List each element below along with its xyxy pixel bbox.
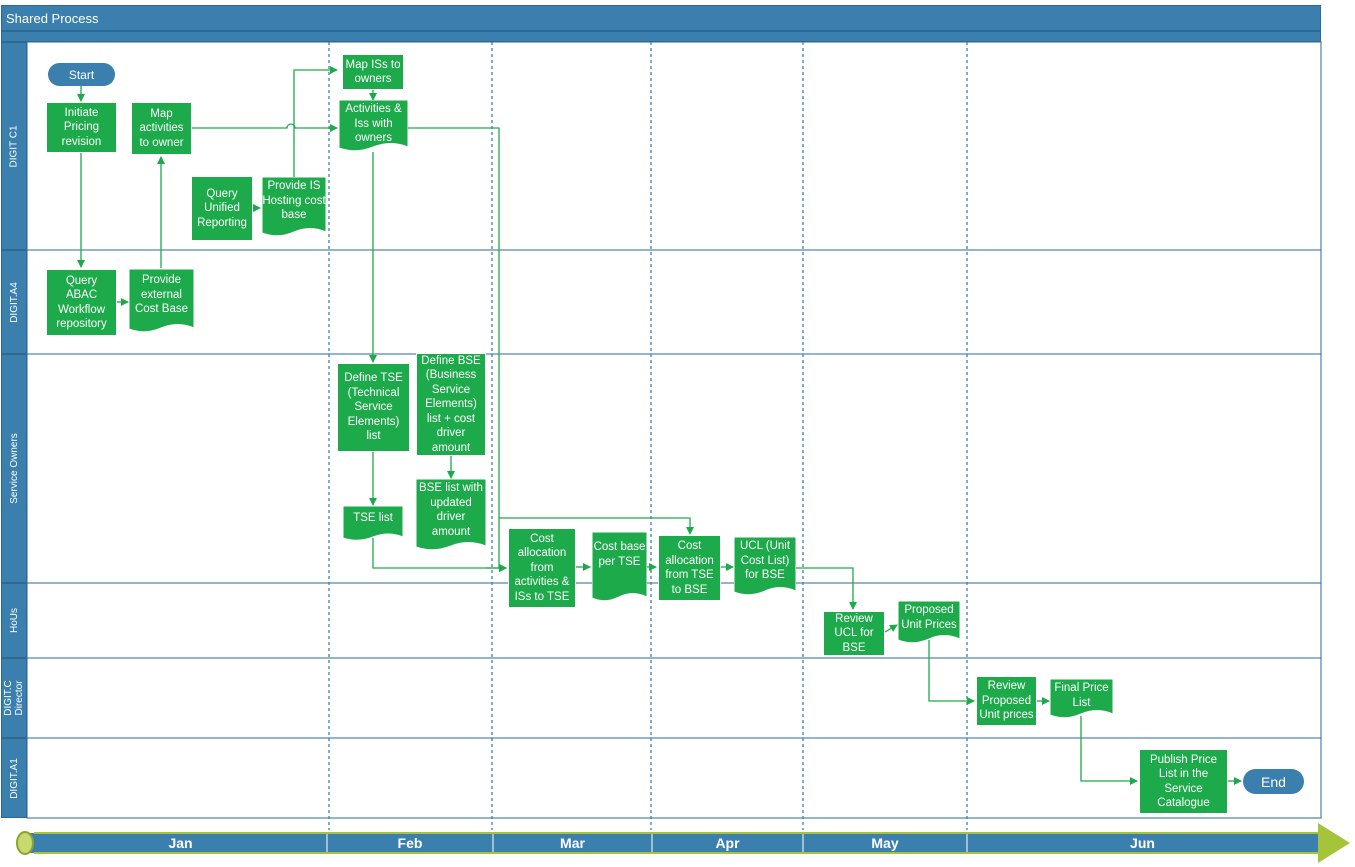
query-unified-reporting-box: Query Unified Reporting — [191, 176, 253, 241]
ucl-doc: UCL (Unit Cost List) for BSE — [734, 537, 796, 599]
cost-allocation-activities-box: Cost allocation from activities & ISs to… — [508, 528, 576, 608]
connector — [928, 640, 975, 705]
timeline-arrowhead — [1318, 823, 1350, 863]
timeline-bar — [28, 833, 1318, 853]
cost-allocation-tse-box: Cost allocation from TSE to BSE — [658, 535, 721, 601]
month-label: Jun — [1130, 835, 1155, 851]
initiate-pricing-revision-box: Initiate Pricing revision — [46, 102, 117, 153]
timeline-start-cap — [16, 831, 34, 855]
connector — [499, 517, 694, 535]
map-iss-box: Map ISs to owners — [342, 54, 404, 90]
proposed-unit-prices-doc: Proposed Unit Prices — [898, 601, 960, 646]
month-label: Feb — [397, 835, 423, 851]
month-label: May — [871, 835, 899, 851]
publish-price-list-box: Publish Price List in the Service Catalo… — [1139, 749, 1228, 814]
final-price-list-doc: Final Price List — [1050, 679, 1113, 721]
activities-iss-doc: Activities & Iss with owners — [339, 100, 408, 155]
lane-label-digit-a1: DIGIT.A1 — [1, 738, 27, 818]
end-terminal: End — [1243, 769, 1304, 794]
start-terminal: Start — [48, 63, 115, 86]
connector — [293, 66, 338, 182]
lanes-frame — [26, 41, 1322, 819]
connector — [796, 567, 857, 610]
connector — [372, 538, 507, 572]
review-proposed-box: Review Proposed Unit prices — [976, 676, 1037, 726]
review-ucl-box: Review UCL for BSE — [823, 611, 885, 656]
provide-is-hosting-doc: Provide IS Hosting cost base — [262, 177, 326, 239]
provide-external-cost-base-doc: Provide external Cost Base — [129, 269, 194, 336]
connector — [1080, 716, 1138, 785]
connector — [191, 123, 338, 132]
define-tse-box: Define TSE (Technical Service Elements) … — [337, 363, 410, 452]
map-activities-box: Map activities to owner — [131, 102, 192, 155]
connector — [884, 624, 898, 633]
query-abac-box: Query ABAC Workflow repository — [46, 269, 117, 336]
month-label: Jan — [168, 835, 193, 851]
month-label: Apr — [715, 835, 740, 851]
diagram-title: Shared Process — [1, 5, 1321, 31]
lane-label-digit-a4: DIGIT.A4 — [1, 250, 27, 354]
cost-base-tse-doc: Cost base per TSE — [592, 532, 647, 605]
define-bse-box: Define BSE (Business Service Elements) l… — [416, 353, 486, 456]
month-label: Mar — [560, 835, 585, 851]
lane-label-service-owners: Service Owners — [1, 354, 27, 583]
bse-list-doc: BSE list with updated driver amount — [416, 479, 486, 555]
tse-list-doc: TSE list — [343, 506, 403, 544]
